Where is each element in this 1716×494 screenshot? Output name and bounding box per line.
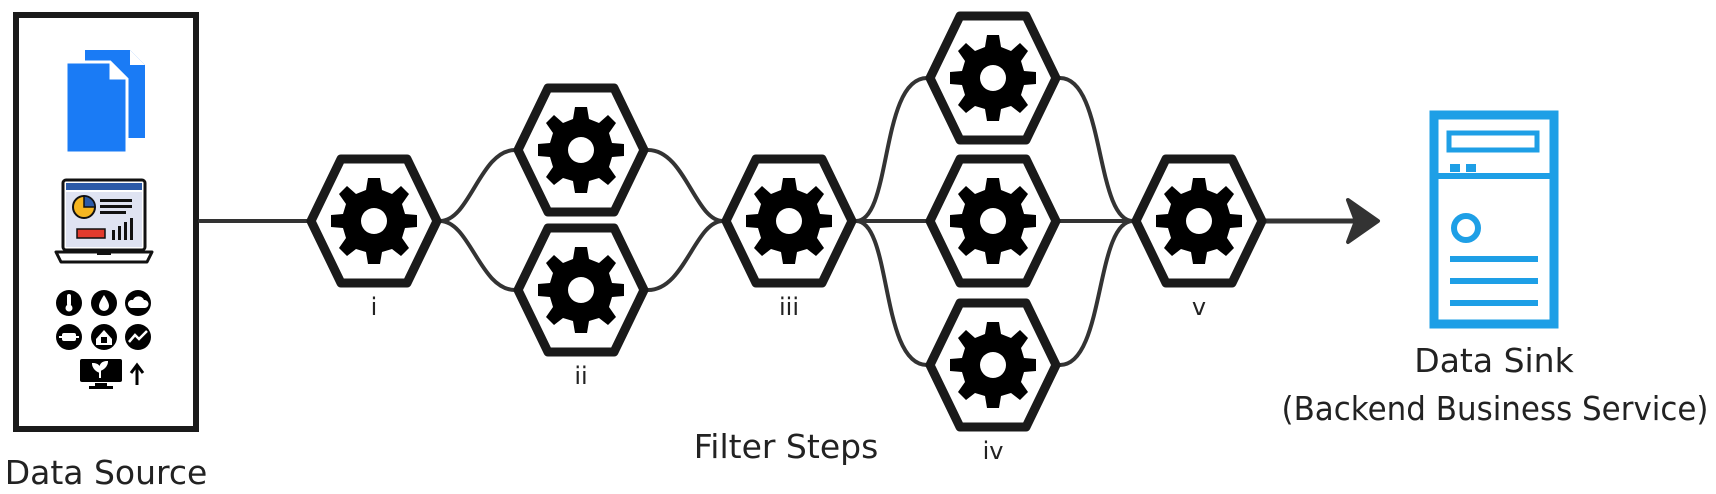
filter-node-iv-bottom xyxy=(930,303,1056,427)
gear-icon xyxy=(930,159,1056,283)
documents-icon xyxy=(64,50,145,155)
filter-node-v xyxy=(1136,159,1262,283)
step-label-v: v xyxy=(1192,293,1206,321)
gear-icon xyxy=(726,159,852,283)
connectors xyxy=(198,76,1366,367)
connector-i-ii-top xyxy=(438,148,517,223)
gear-icon xyxy=(518,88,644,212)
server-icon xyxy=(1429,110,1559,329)
connector-iii-iv-bottom xyxy=(854,219,929,367)
step-label-iv: iv xyxy=(983,437,1004,465)
gear-icon xyxy=(311,159,437,283)
data-source-box xyxy=(13,12,199,432)
connector-i-ii-bottom xyxy=(438,219,517,292)
dashboard-laptop-icon xyxy=(54,178,154,264)
connector-iv-top-v xyxy=(1058,76,1135,223)
filter-node-iv-mid xyxy=(930,159,1056,283)
filter-node-i xyxy=(311,159,437,283)
connector-ii-bottom-iii xyxy=(646,219,725,292)
step-label-ii: ii xyxy=(574,362,587,390)
data-source-label: Data Source xyxy=(5,453,208,492)
data-sink-sublabel: (Backend Business Service) xyxy=(1282,389,1709,428)
step-label-iii: iii xyxy=(779,293,799,321)
gear-icon xyxy=(518,228,644,352)
gear-icon xyxy=(930,16,1056,140)
gear-icon xyxy=(930,303,1056,427)
filter-node-ii-bottom xyxy=(518,228,644,352)
filter-node-iv-top xyxy=(930,16,1056,140)
filter-node-ii-top xyxy=(518,88,644,212)
step-label-i: i xyxy=(371,293,378,321)
connector-iii-iv-top xyxy=(854,76,929,223)
filter-steps-caption: Filter Steps xyxy=(694,427,879,466)
data-sink-label: Data Sink xyxy=(1414,341,1574,380)
arrow-icon xyxy=(1346,198,1380,244)
sensor-icons-grid xyxy=(56,290,151,389)
filter-node-iii xyxy=(726,159,852,283)
connector-iv-bottom-v xyxy=(1058,219,1135,367)
gear-icon xyxy=(1136,159,1262,283)
connector-ii-top-iii xyxy=(646,148,725,223)
